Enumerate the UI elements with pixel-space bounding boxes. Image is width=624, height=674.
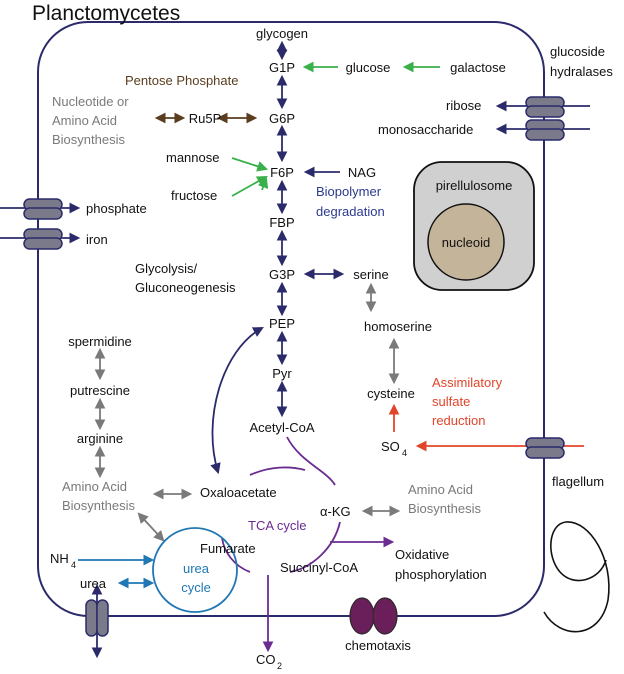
glycolysis-line1: Glycolysis/ xyxy=(135,261,198,276)
chemotaxis-motor-right xyxy=(372,597,398,635)
metabolite-so4: SO xyxy=(381,439,400,454)
sulfate-transporter-b xyxy=(525,446,565,459)
transport-ribose: ribose xyxy=(446,98,481,113)
metabolite-oxaloacetate: Oxaloacetate xyxy=(200,485,277,500)
metabolite-putrescine: putrescine xyxy=(70,383,130,398)
oxidative-phosphorylation-line1: Oxidative xyxy=(395,547,449,562)
metabolite-cysteine: cysteine xyxy=(367,386,415,401)
aa-biosynthesis-right-line2: Biosynthesis xyxy=(408,501,481,516)
flagellum-filament xyxy=(543,521,610,633)
chemotaxis-motor-left xyxy=(349,597,375,635)
metabolite-nh4: NH xyxy=(50,551,69,566)
metabolite-glucose: glucose xyxy=(346,60,391,75)
metabolite-urea: urea xyxy=(80,576,107,591)
nucleotide-biosynthesis-line1: Nucleotide or xyxy=(52,94,129,109)
metabolite-nag: NAG xyxy=(348,165,376,180)
sulfate-reduction-line2: sulfate xyxy=(432,394,470,409)
glycolysis-line2: Gluconeogenesis xyxy=(135,280,236,295)
phosphate-transporter-b xyxy=(23,207,63,220)
glucoside-hydralases-line2: hydralases xyxy=(550,64,613,79)
metabolite-galactose: galactose xyxy=(450,60,506,75)
metabolite-acetyl-coa: Acetyl-CoA xyxy=(249,420,314,435)
aa-biosynthesis-left-line1: Amino Acid xyxy=(62,479,127,494)
metabolite-mannose: mannose xyxy=(166,150,219,165)
urea-cycle-label-line2: cycle xyxy=(181,580,211,595)
urea-transporter xyxy=(85,599,98,637)
metabolite-co2: CO xyxy=(256,652,276,667)
urea-cycle-circle xyxy=(152,527,238,613)
transport-flagellum: flagellum xyxy=(552,474,604,489)
ribose-transporter-b xyxy=(525,105,565,118)
biopolymer-degradation-line1: Biopolymer xyxy=(316,184,382,199)
metabolite-nh4-subscript: 4 xyxy=(71,560,76,570)
iron-transporter-b xyxy=(23,237,63,250)
metabolite-serine: serine xyxy=(353,267,388,282)
metabolite-succinyl-coa: Succinyl-CoA xyxy=(280,560,358,575)
metabolite-fbp: FBP xyxy=(269,215,294,230)
monosaccharide-transporter-b xyxy=(525,128,565,141)
aa-biosynthesis-left-line2: Biosynthesis xyxy=(62,498,135,513)
metabolite-ru5p: Ru5P xyxy=(189,111,222,126)
nucleoid xyxy=(427,203,505,281)
metabolite-g3p: G3P xyxy=(269,267,295,282)
glucoside-hydralases-line1: glucoside xyxy=(550,44,605,59)
pirellulosome-label: pirellulosome xyxy=(436,178,513,193)
metabolite-glycogen: glycogen xyxy=(256,26,308,41)
aa-biosynthesis-right-line1: Amino Acid xyxy=(408,482,473,497)
metabolite-fructose: fructose xyxy=(171,188,217,203)
pathway-pentose-phosphate: Pentose Phosphate xyxy=(125,73,238,88)
metabolite-akg: α-KG xyxy=(320,504,351,519)
metabolite-homoserine: homoserine xyxy=(364,319,432,334)
cell-membrane xyxy=(37,21,545,617)
transport-iron: iron xyxy=(86,232,108,247)
metabolite-pep: PEP xyxy=(269,316,295,331)
sulfate-reduction-line3: reduction xyxy=(432,413,485,428)
metabolite-g6p: G6P xyxy=(269,111,295,126)
metabolite-pyr: Pyr xyxy=(272,366,292,381)
transport-monosaccharide: monosaccharide xyxy=(378,122,473,137)
metabolite-spermidine: spermidine xyxy=(68,334,132,349)
metabolite-g1p: G1P xyxy=(269,60,295,75)
urea-cycle-label-line1: urea xyxy=(183,561,210,576)
nucleoid-label: nucleoid xyxy=(442,235,490,250)
metabolite-so4-subscript: 4 xyxy=(402,448,407,458)
transport-phosphate: phosphate xyxy=(86,201,147,216)
metabolite-f6p: F6P xyxy=(270,165,294,180)
biopolymer-degradation-line2: degradation xyxy=(316,204,385,219)
metabolite-fumarate: Fumarate xyxy=(200,541,256,556)
nucleotide-biosynthesis-line3: Biosynthesis xyxy=(52,132,125,147)
transport-chemotaxis: chemotaxis xyxy=(345,638,411,653)
sulfate-reduction-line1: Assimilatory xyxy=(432,375,503,390)
diagram-title: Planctomycetes xyxy=(32,2,180,25)
oxidative-phosphorylation-line2: phosphorylation xyxy=(395,567,487,582)
tca-cycle-label: TCA cycle xyxy=(248,518,307,533)
metabolite-co2-subscript: 2 xyxy=(277,661,282,671)
urea-transporter-b xyxy=(96,599,109,637)
nucleotide-biosynthesis-line2: Amino Acid xyxy=(52,113,117,128)
metabolite-arginine: arginine xyxy=(77,431,123,446)
